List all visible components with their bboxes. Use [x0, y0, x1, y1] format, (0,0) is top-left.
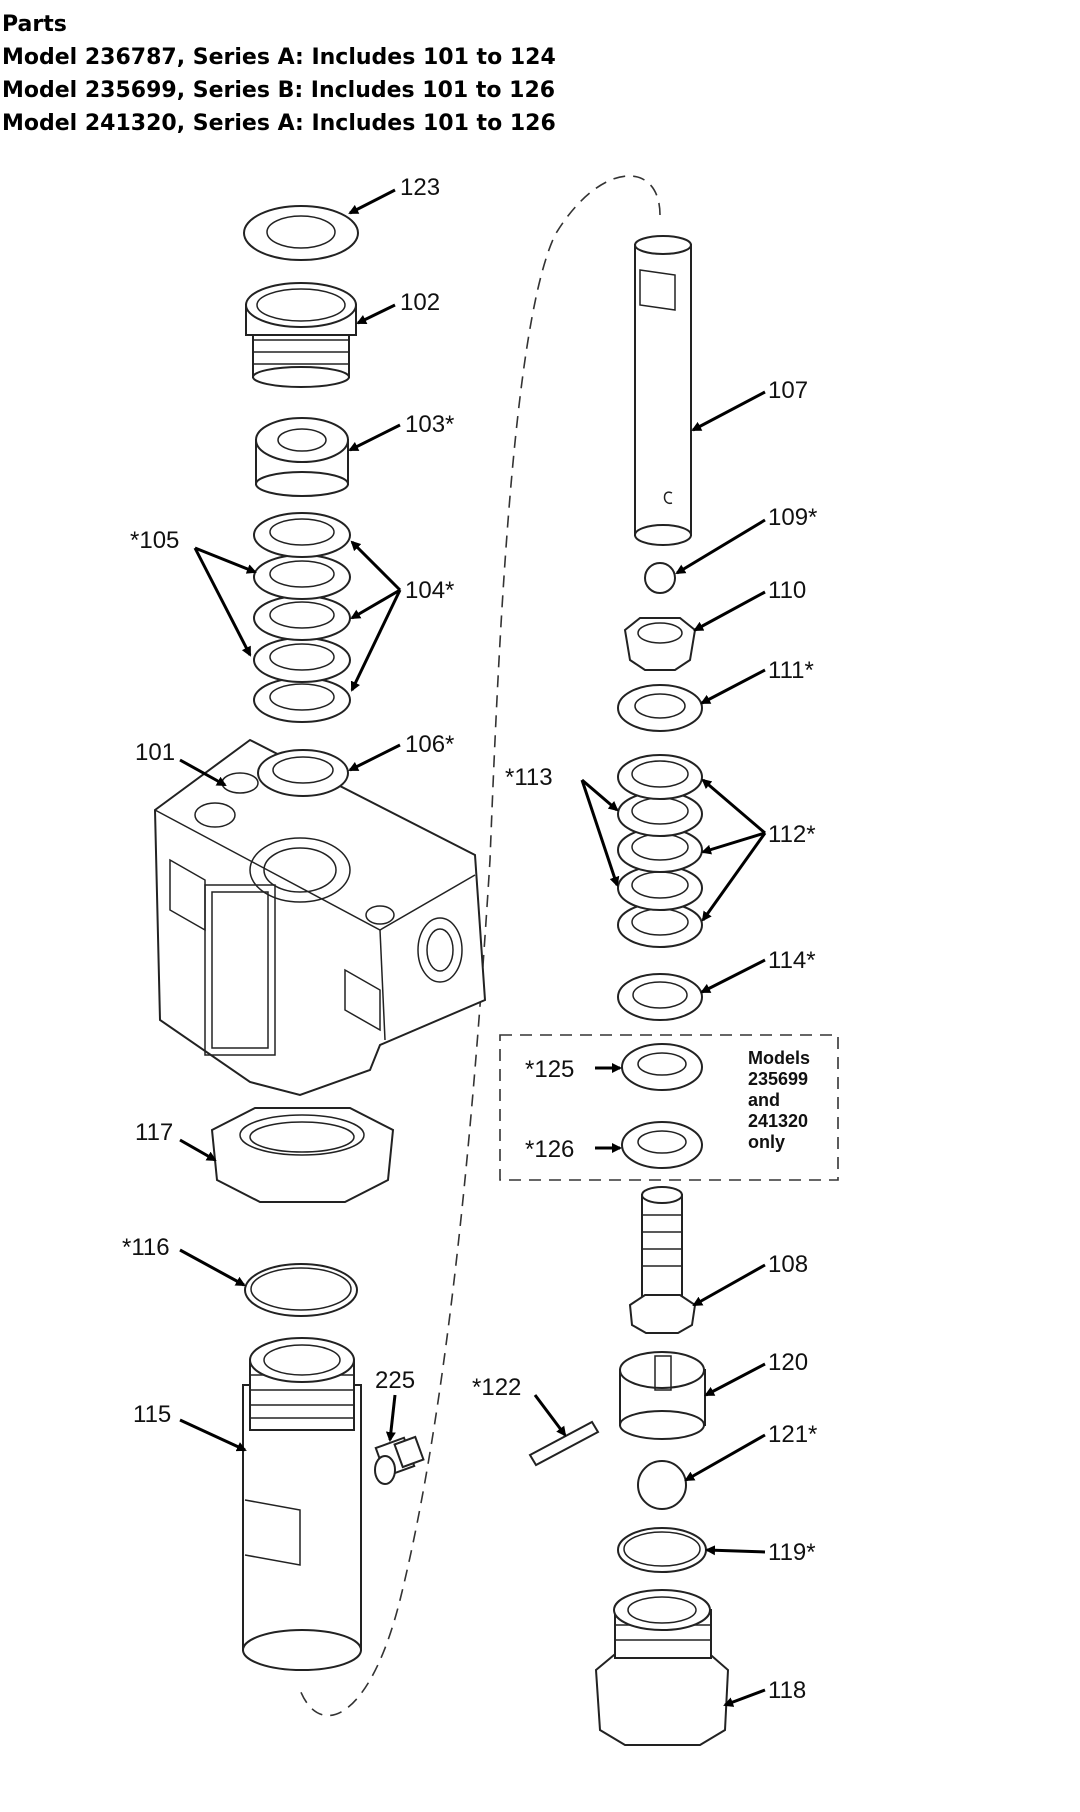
leader-arrows — [179, 188, 767, 1707]
part-119-o-ring — [617, 1527, 707, 1573]
note-line-5: only — [748, 1132, 785, 1152]
callout-125: *125 — [525, 1056, 574, 1083]
part-117-hex-nut — [210, 1107, 395, 1203]
callout-109: 109* — [768, 504, 817, 531]
callout-113: *113 — [505, 764, 553, 791]
optional-parts-box — [499, 1034, 839, 1181]
part-123-washer — [243, 205, 359, 261]
part-103-bushing — [255, 417, 349, 497]
header-model-line-3: Model 241320, Series A: Includes 101 to … — [2, 111, 556, 136]
callout-115: 115 — [133, 1401, 171, 1428]
callout-101: 101 — [135, 739, 175, 766]
callout-111: 111* — [768, 657, 814, 684]
callout-119: 119* — [768, 1539, 816, 1566]
header-title: Parts — [2, 12, 67, 37]
header-model-line-2: Model 235699, Series B: Includes 101 to … — [2, 78, 556, 103]
part-122-pin — [528, 1420, 600, 1467]
note-line-3: and — [748, 1090, 780, 1110]
part-109-ball — [644, 562, 676, 594]
callout-110: 110 — [768, 577, 806, 604]
part-101-pump-block — [153, 738, 487, 1097]
part-126-washer — [621, 1121, 703, 1169]
part-115-cylinder — [242, 1337, 362, 1671]
part-111-gland — [617, 684, 703, 732]
callout-103: 103* — [405, 411, 454, 438]
part-116-o-ring — [244, 1263, 358, 1317]
part-106-seal — [257, 749, 349, 797]
note-line-4: 241320 — [748, 1111, 808, 1131]
part-102-gland-nut — [245, 282, 357, 388]
callout-120: 120 — [768, 1349, 808, 1376]
part-112-113-packing-stack — [617, 754, 703, 948]
callout-118: 118 — [768, 1677, 806, 1704]
callout-106: 106* — [405, 731, 454, 758]
callout-108: 108 — [768, 1251, 808, 1278]
callout-107: 107 — [768, 377, 808, 404]
part-114-gland — [617, 973, 703, 1021]
callout-225: 225 — [375, 1367, 415, 1394]
part-225-fitting — [374, 1435, 425, 1485]
callout-121: 121* — [768, 1421, 817, 1448]
part-125-washer — [621, 1043, 703, 1091]
callout-112: 112* — [768, 821, 816, 848]
part-107-displacement-rod — [634, 235, 692, 546]
page-header: Parts Model 236787, Series A: Includes 1… — [2, 8, 556, 140]
models-note: Models 235699 and 241320 only — [748, 1048, 810, 1152]
part-110-nut — [623, 617, 697, 671]
part-104-105-packing-stack — [253, 512, 351, 723]
assembly-dashed-path — [299, 175, 661, 1717]
note-line-2: 235699 — [748, 1069, 808, 1089]
part-118-foot-valve-housing — [594, 1589, 730, 1746]
callout-123: 123 — [400, 174, 440, 201]
part-120-ball-guide — [619, 1351, 706, 1440]
part-121-ball — [637, 1460, 687, 1510]
header-model-line-1: Model 236787, Series A: Includes 101 to … — [2, 45, 556, 70]
callout-126: *126 — [525, 1136, 574, 1163]
note-line-1: Models — [748, 1048, 810, 1068]
callout-102: 102 — [400, 289, 440, 316]
callout-104: 104* — [405, 577, 454, 604]
callout-122: *122 — [472, 1374, 521, 1401]
callout-116: *116 — [122, 1234, 170, 1261]
callout-114: 114* — [768, 947, 816, 974]
callout-117: 117 — [135, 1119, 173, 1146]
callout-105: *105 — [130, 527, 179, 554]
part-108-valve-stud — [628, 1186, 697, 1334]
